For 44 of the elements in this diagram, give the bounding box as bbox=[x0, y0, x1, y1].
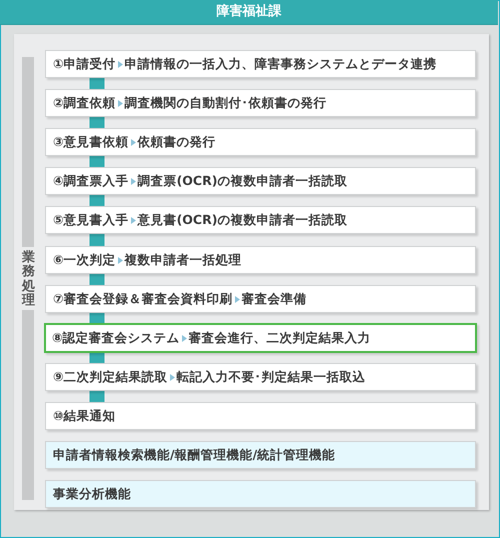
step-title: ⑥一次判定 bbox=[53, 252, 116, 268]
function-text: 事業分析機能 bbox=[53, 486, 131, 502]
process-box bbox=[45, 246, 476, 274]
step-detail: 審査会進行、二次判定結果入力 bbox=[188, 330, 371, 346]
process-box bbox=[45, 50, 476, 78]
step-detail: 依頼書の発行 bbox=[138, 134, 216, 150]
process-box bbox=[45, 167, 476, 195]
step-title: ④調査票入手 bbox=[53, 173, 129, 189]
highlighted-process-box bbox=[44, 323, 477, 353]
step-detail: 調査票(OCR)の複数申請者一括読取 bbox=[138, 173, 348, 189]
process-box bbox=[45, 89, 476, 117]
vertical-label: 業務処理 bbox=[22, 251, 35, 308]
function-text: 申請者情報検索機能/報酬管理機能/統計管理機能 bbox=[53, 447, 336, 463]
step-title: ⑤意見書入手 bbox=[53, 212, 129, 228]
connector bbox=[90, 78, 104, 89]
step-detail: 申請情報の一括入力、障害事務システムとデータ連携 bbox=[124, 56, 437, 72]
title: 障害福祉課 bbox=[216, 4, 282, 20]
process-box bbox=[45, 128, 476, 156]
connector bbox=[90, 313, 104, 323]
step-title: ⑧認定審査会システム bbox=[52, 330, 180, 346]
step-detail: 複数申請者一括処理 bbox=[124, 252, 242, 268]
step-detail: 調査機関の自動割付･依頼書の発行 bbox=[124, 95, 327, 111]
step-title: ①申請受付 bbox=[53, 56, 116, 72]
connector bbox=[90, 234, 104, 246]
process-box bbox=[45, 285, 476, 313]
function-box bbox=[45, 441, 476, 469]
connector bbox=[90, 195, 104, 206]
step-detail: 転記入力不要･判定結果一括取込 bbox=[176, 369, 366, 385]
step-title: ③意見書依頼 bbox=[53, 134, 129, 150]
function-box bbox=[45, 480, 476, 508]
connector bbox=[90, 391, 104, 402]
step-title: ⑨二次判定結果読取 bbox=[53, 369, 168, 385]
connector bbox=[90, 353, 104, 363]
step-title: ②調査依頼 bbox=[53, 95, 116, 111]
process-box bbox=[45, 206, 476, 234]
step-detail: 意見書(OCR)の複数申請者一括読取 bbox=[138, 212, 348, 228]
process-box bbox=[45, 402, 476, 430]
step-detail: 審査会準備 bbox=[242, 291, 307, 307]
process-box bbox=[45, 363, 476, 391]
connector bbox=[90, 117, 104, 128]
step-title: ⑦審査会登録＆審査会資料印刷 bbox=[53, 291, 233, 307]
connector bbox=[90, 156, 104, 167]
connector bbox=[90, 274, 104, 285]
step-title: ⑩結果通知 bbox=[53, 408, 116, 424]
